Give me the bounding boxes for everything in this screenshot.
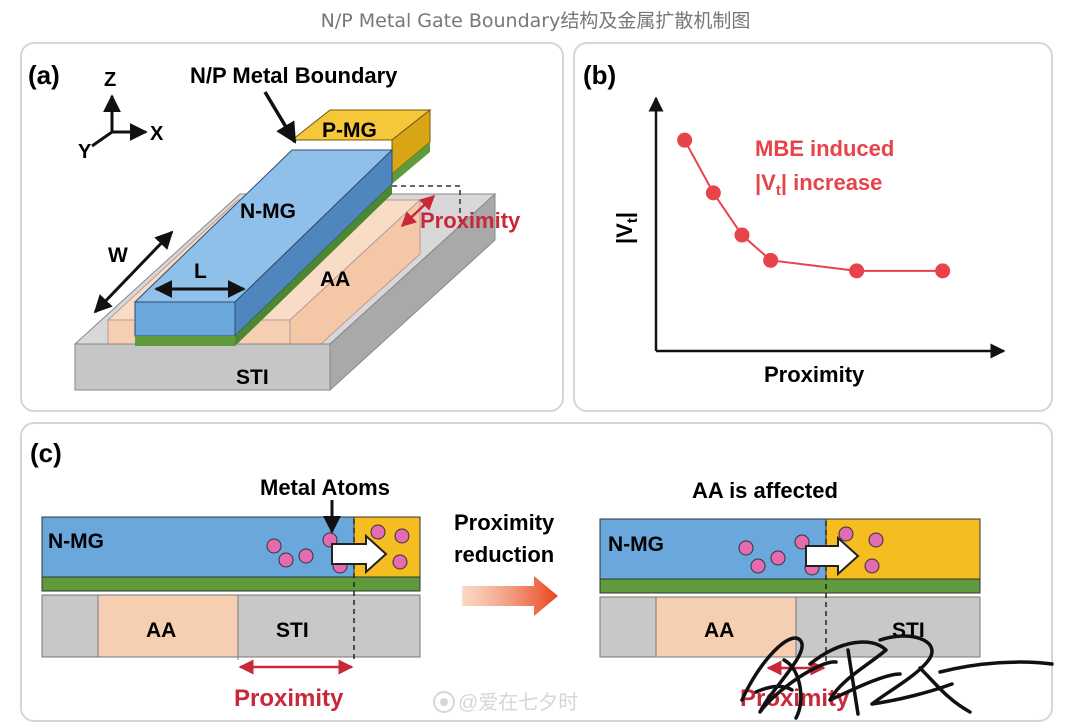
chart-x-label: Proximity bbox=[764, 362, 865, 387]
axis-z-label: Z bbox=[104, 69, 116, 91]
axis-y-label: Y bbox=[78, 141, 92, 163]
panel-b-tag: (b) bbox=[583, 60, 616, 90]
sti-label: STI bbox=[236, 366, 269, 389]
n-mg-gate-bar bbox=[133, 148, 394, 346]
n-mg-left-label: N-MG bbox=[48, 530, 104, 553]
sti-front-face bbox=[74, 343, 331, 391]
aa-right-label: AA bbox=[704, 619, 734, 642]
w-arrow bbox=[93, 230, 174, 314]
data-point-1 bbox=[677, 132, 693, 148]
boundary-pointer-arrow bbox=[263, 91, 297, 144]
aa-left-label: AA bbox=[146, 619, 176, 642]
aa-label: AA bbox=[320, 268, 350, 291]
n-mg-right-label: N-MG bbox=[608, 533, 664, 556]
w-label: W bbox=[108, 244, 128, 267]
proximity-arrow-a bbox=[400, 194, 436, 228]
panel-a-tag: (a) bbox=[28, 60, 60, 90]
ylabel-open: |V bbox=[612, 223, 637, 244]
weibo-logo-icon bbox=[433, 691, 455, 713]
affected-label: AA is affected bbox=[692, 478, 838, 503]
chart-annotation: MBE induced |Vt| increase bbox=[755, 136, 900, 199]
chart-y-label: |Vt| bbox=[612, 212, 641, 244]
proximity-left-label: Proximity bbox=[234, 685, 344, 712]
axes-glyph-icon bbox=[91, 94, 148, 148]
diffusion-arrow-left-icon bbox=[331, 533, 388, 575]
ylabel-sub: t bbox=[624, 218, 641, 223]
page-title: N/P Metal Gate Boundary结构及金属扩散机制图 bbox=[320, 10, 751, 32]
axis-x-label: X bbox=[150, 123, 164, 145]
metal-atoms-label: Metal Atoms bbox=[260, 475, 390, 500]
proximity-dash-guide bbox=[392, 185, 461, 228]
watermark-text: @爱在七夕时 bbox=[458, 691, 578, 714]
panel-c-tag: (c) bbox=[30, 438, 62, 468]
sti-left-label: STI bbox=[276, 619, 309, 642]
transition-arrow-icon bbox=[462, 576, 558, 616]
p-mg-label: P-MG bbox=[322, 119, 377, 142]
annotation-line-1: MBE induced bbox=[755, 136, 894, 161]
p-mg-block bbox=[290, 108, 432, 184]
proximity-label-a: Proximity bbox=[420, 208, 521, 233]
annotation-vt-open: |V bbox=[755, 170, 776, 195]
annotation-vt-close: | increase bbox=[781, 170, 883, 195]
reduction-line-2: reduction bbox=[454, 542, 554, 567]
handwritten-signature bbox=[740, 634, 1054, 720]
boundary-label: N/P Metal Boundary bbox=[190, 63, 398, 88]
ylabel-close: | bbox=[612, 212, 637, 218]
data-point-2 bbox=[705, 185, 721, 201]
n-mg-label: N-MG bbox=[240, 200, 296, 223]
l-label: L bbox=[194, 260, 207, 283]
cross-section-right bbox=[599, 518, 981, 662]
cross-section-left bbox=[41, 516, 421, 660]
diffusion-arrow-right-icon bbox=[805, 535, 860, 577]
annotation-vt-sub: t bbox=[776, 182, 781, 199]
data-point-4 bbox=[763, 252, 779, 268]
data-point-5 bbox=[849, 263, 865, 279]
series-line bbox=[683, 139, 943, 272]
watermark: @爱在七夕时 bbox=[433, 691, 578, 714]
metal-atoms-right bbox=[738, 526, 884, 576]
data-point-3 bbox=[734, 227, 750, 243]
reduction-line-1: Proximity bbox=[454, 510, 555, 535]
data-point-6 bbox=[935, 263, 951, 279]
